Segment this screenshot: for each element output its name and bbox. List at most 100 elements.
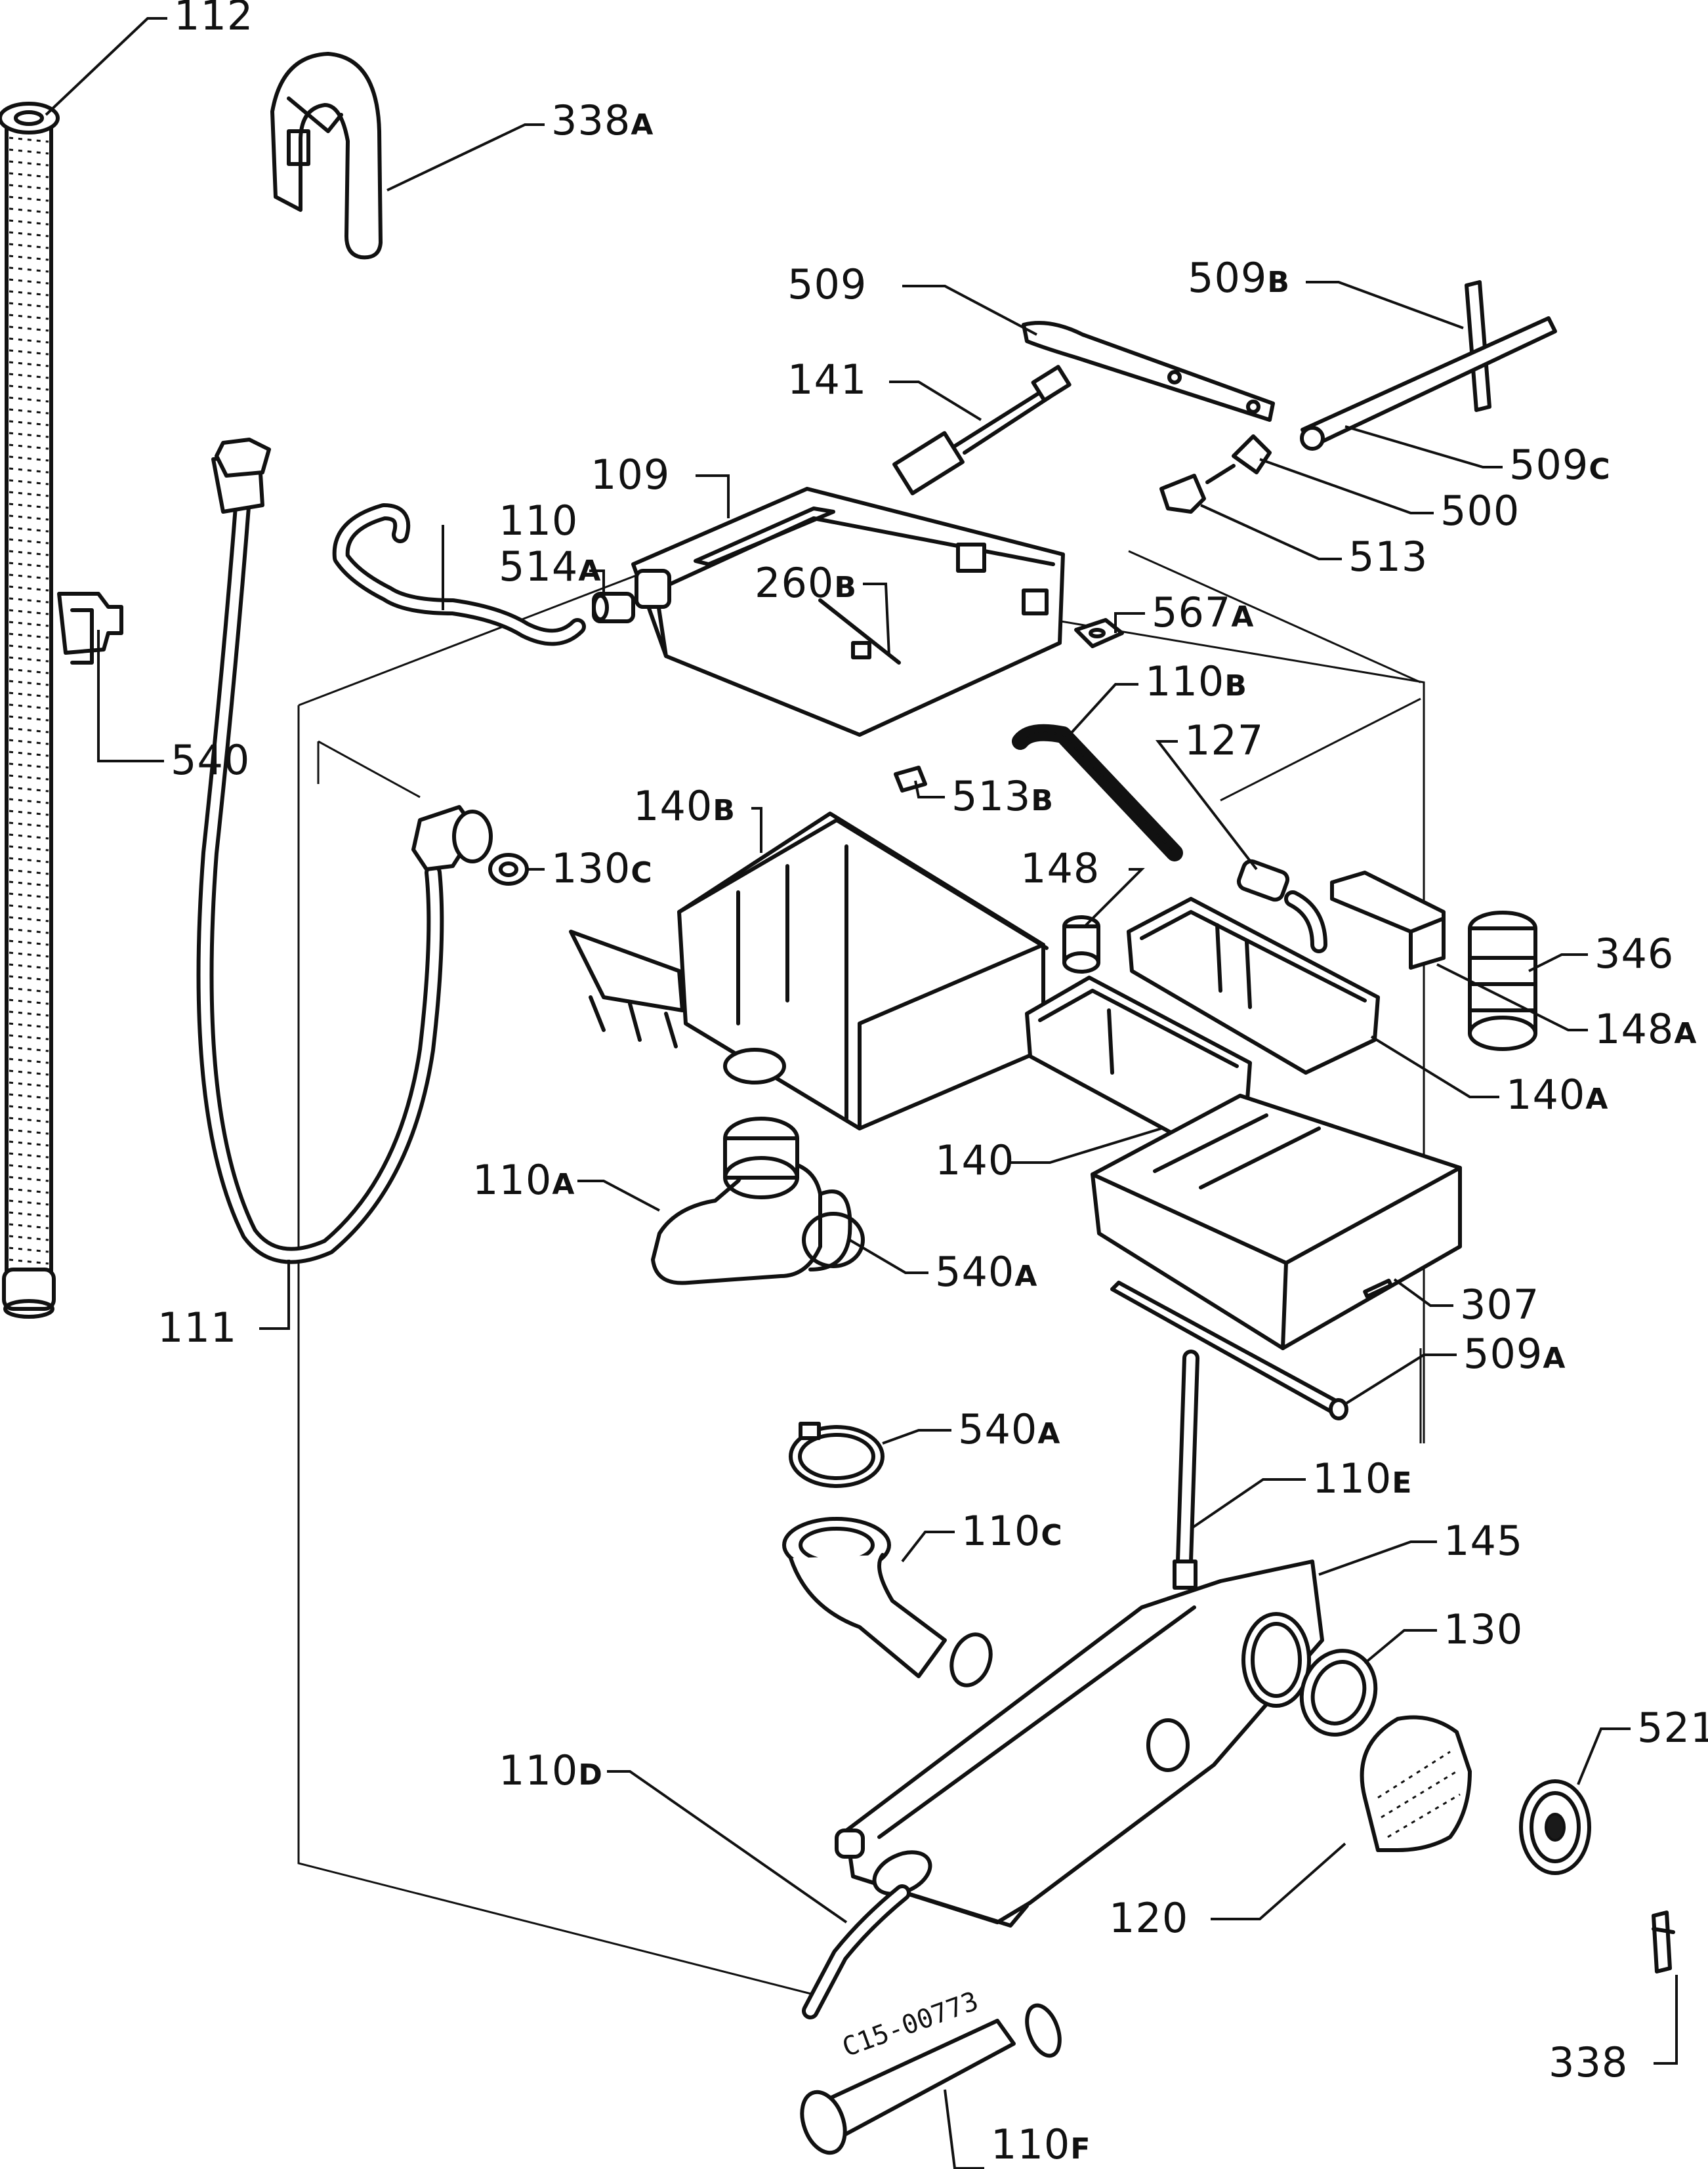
part-suffix: B: [834, 571, 857, 604]
part-number: 109: [591, 451, 670, 499]
part-number: 140: [633, 782, 713, 830]
part-number: 540: [958, 1405, 1037, 1453]
leader-509b: [1306, 281, 1464, 329]
part-number: 540: [171, 736, 250, 784]
part-140B-dispenser-housing: [569, 812, 1049, 1130]
part-number: 509: [787, 260, 867, 308]
part-label-148: 148: [1020, 844, 1100, 892]
part-suffix: B: [1224, 669, 1247, 703]
leader-145: [1318, 1540, 1437, 1576]
part-509-lever: [1022, 321, 1275, 422]
leader-346: [1528, 953, 1588, 972]
part-label-110f: 110F: [991, 2120, 1091, 2168]
part-509A-rod: [1110, 1281, 1348, 1420]
part-label-145: 145: [1444, 1517, 1523, 1565]
part-label-120: 120: [1109, 1894, 1188, 1942]
part-130-seal-ring: [1299, 1649, 1378, 1737]
part-112-drain-hose: [0, 102, 60, 1319]
part-number: 338: [551, 96, 631, 144]
part-514A-connector: [592, 592, 635, 623]
part-label-307: 307: [1460, 1281, 1539, 1329]
part-label-127: 127: [1184, 716, 1264, 764]
leader-120: [1211, 1842, 1346, 1920]
part-540A-clamp-upper: [802, 1212, 865, 1268]
part-label-509c: 509C: [1509, 441, 1611, 489]
leader-338: [1654, 1975, 1678, 2065]
part-number: 513: [951, 772, 1031, 820]
part-label-260b: 260B: [755, 559, 857, 607]
part-110-hose: [332, 503, 586, 646]
part-label-130: 130: [1444, 1605, 1523, 1653]
part-suffix: F: [1070, 2132, 1091, 2166]
part-label-509a: 509A: [1463, 1330, 1566, 1378]
part-suffix: A: [578, 554, 601, 588]
part-120-filter: [1360, 1715, 1472, 1852]
part-141-solenoid: [892, 365, 1072, 495]
part-suffix: A: [1674, 1017, 1697, 1050]
leader-140b: [751, 807, 762, 853]
part-110B-corrugated-hose: [1012, 724, 1183, 861]
part-number: 509: [1188, 254, 1267, 302]
part-number: 307: [1460, 1281, 1539, 1329]
part-111-inlet-hose: [196, 438, 493, 1264]
leader-307: [1393, 1278, 1453, 1307]
part-suffix: C: [1041, 1519, 1062, 1552]
part-label-110d: 110D: [499, 1746, 603, 1794]
part-540-clip: [57, 592, 123, 665]
part-label-540: 540: [171, 736, 250, 784]
part-suffix: C: [631, 856, 652, 890]
part-number: 111: [157, 1304, 237, 1352]
part-number: 514: [499, 543, 578, 590]
leader-260b: [863, 583, 890, 657]
part-110A-bellows: [651, 1117, 852, 1285]
leader-513: [1200, 504, 1342, 560]
leader-110c: [901, 1531, 955, 1563]
leader-148: [1085, 868, 1145, 926]
part-suffix: D: [578, 1758, 603, 1792]
leader-509c: [1344, 425, 1503, 468]
part-513B-clip: [894, 766, 927, 793]
part-label-112: 112: [174, 0, 253, 39]
part-145-sump: [835, 1560, 1324, 1928]
part-number: 260: [755, 559, 834, 607]
part-110E-hose: [1173, 1350, 1199, 1590]
part-label-500: 500: [1440, 487, 1520, 535]
leader-110b: [1068, 683, 1138, 736]
part-127-connector: [1236, 859, 1327, 953]
part-suffix: A: [1543, 1342, 1566, 1375]
leader-509a: [1344, 1353, 1457, 1405]
part-500-switch: [1205, 434, 1272, 484]
part-109-valve-block: [631, 487, 1065, 737]
part-label-110c: 110C: [961, 1507, 1063, 1555]
part-label-338a: 338A: [551, 96, 654, 144]
part-148-cap: [1062, 915, 1100, 974]
part-number: 338: [1549, 2038, 1628, 2086]
part-338A-hose-hook: [270, 52, 383, 260]
part-number: 509: [1463, 1330, 1543, 1378]
part-110D-hose: [802, 1884, 911, 2019]
part-number: 540: [935, 1248, 1014, 1296]
part-suffix: B: [713, 794, 736, 827]
part-label-110e: 110E: [1312, 1455, 1412, 1502]
leader-110a: [577, 1180, 660, 1212]
part-suffix: A: [1037, 1417, 1060, 1451]
part-513-bracket: [1159, 474, 1206, 514]
part-509B-509C-cross-lever: [1300, 280, 1557, 451]
leader-509: [902, 285, 1037, 336]
part-label-140: 140: [935, 1136, 1014, 1184]
part-number: 148: [1020, 844, 1100, 892]
leader-521: [1577, 1727, 1631, 1785]
part-346-bracket: [1330, 871, 1446, 970]
leader-141: [889, 381, 982, 421]
leader-513b: [914, 780, 945, 798]
part-number: 509: [1509, 441, 1589, 489]
part-number: 130: [551, 844, 631, 892]
part-label-111: 111: [157, 1304, 237, 1352]
part-label-110b: 110B: [1145, 657, 1247, 705]
leader-338a: [386, 123, 545, 192]
part-number: 140: [935, 1136, 1014, 1184]
part-label-346: 346: [1594, 930, 1674, 978]
leader-540a-2: [882, 1429, 951, 1445]
part-suffix: A: [1585, 1083, 1608, 1116]
leader-140a: [1370, 1035, 1499, 1098]
